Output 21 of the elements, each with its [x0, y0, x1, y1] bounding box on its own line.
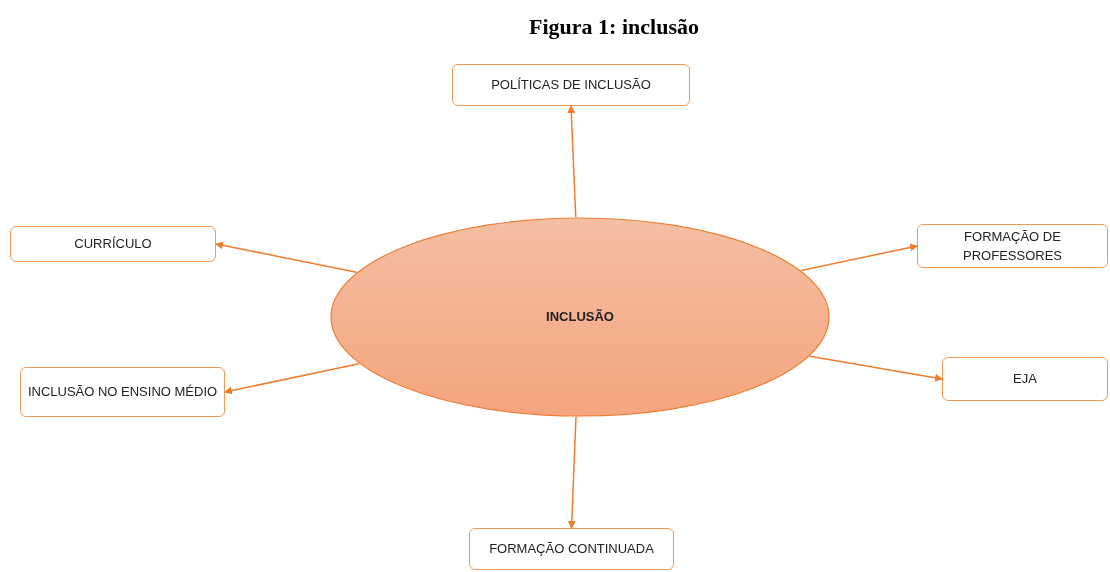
arrow	[567, 416, 577, 529]
topic-box	[452, 64, 690, 106]
arrow	[567, 105, 577, 218]
arrow	[215, 241, 358, 273]
topic-label: EJA	[1013, 370, 1037, 389]
arrow	[809, 355, 943, 382]
arrow	[800, 243, 918, 272]
topic-box	[10, 226, 216, 262]
topic-box	[917, 224, 1108, 268]
topic-label: INCLUSÃO NO ENSINO MÉDIO	[27, 383, 218, 402]
topic-label: FORMAÇÃO CONTINUADA	[489, 540, 654, 559]
topic-label: CURRÍCULO	[74, 235, 152, 254]
topic-label: FORMAÇÃO DE PROFESSORES	[962, 227, 1063, 265]
topic-box	[942, 357, 1108, 401]
topic-box	[20, 367, 225, 417]
figure-title: Figura 1: inclusão	[528, 14, 700, 40]
central-ellipse	[330, 217, 830, 417]
topic-box	[469, 528, 674, 570]
center-label: INCLUSÃO	[546, 308, 614, 327]
arrow	[224, 362, 360, 395]
topic-label: POLÍTICAS DE INCLUSÃO	[491, 76, 651, 95]
